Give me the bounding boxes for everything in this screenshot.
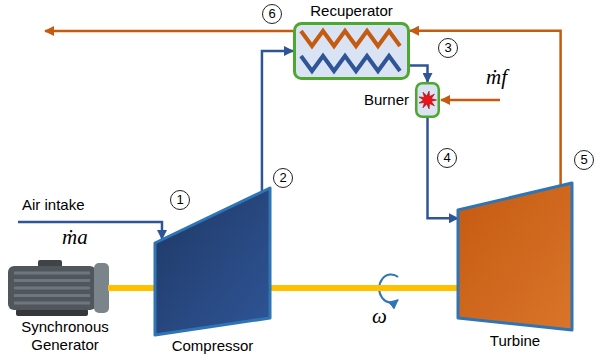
flow-pipe xyxy=(410,31,561,188)
node-outline xyxy=(458,183,572,330)
recuperator-outline xyxy=(295,24,409,79)
air-flow-symbol: ṁa xyxy=(62,226,88,249)
node-label: Recuperator xyxy=(310,2,393,20)
speed-symbol: ω xyxy=(372,305,387,328)
node-label: Turbine xyxy=(490,332,540,350)
flame-star xyxy=(419,91,436,109)
node-outline xyxy=(8,260,122,316)
generator-end-cap xyxy=(94,263,109,313)
shaft-line xyxy=(270,285,458,291)
node-outline xyxy=(155,185,270,335)
cooling-fin xyxy=(14,294,90,297)
exhaust-line xyxy=(45,30,293,33)
node-label: Compressor xyxy=(172,337,254,355)
generator-feet xyxy=(16,309,88,316)
flow-pipe xyxy=(428,118,459,218)
hot-zigzag xyxy=(301,31,400,46)
compressor-outline xyxy=(155,188,270,335)
generator-figure: Synchronous Generator xyxy=(8,260,122,316)
burner-outline xyxy=(416,83,439,117)
air-intake-line xyxy=(18,222,162,239)
fuel-line xyxy=(441,99,500,102)
callout-number: 1 xyxy=(170,190,190,210)
shaft-stub xyxy=(108,285,122,291)
cooling-fin xyxy=(14,272,90,275)
callout-number: 6 xyxy=(262,4,282,24)
turbine-shape: Turbine xyxy=(458,183,572,330)
shaft-line xyxy=(122,285,155,291)
callout-number: 5 xyxy=(574,150,594,170)
fuel-flow-symbol: ṁf xyxy=(486,66,507,89)
callout-number: 3 xyxy=(438,38,458,58)
callout-number: 2 xyxy=(273,168,293,188)
air-intake-label: Air intake xyxy=(22,196,85,214)
cold-zigzag xyxy=(301,56,400,71)
cooling-fin xyxy=(14,287,90,290)
callout-number: 4 xyxy=(437,148,457,168)
cooling-fin xyxy=(14,302,90,305)
recuperator-box: Recuperator xyxy=(293,22,410,80)
generator-body xyxy=(8,266,96,310)
node-label: Synchronous Generator xyxy=(8,318,122,354)
node-outline xyxy=(293,22,410,80)
flow-pipe xyxy=(410,66,428,83)
compressor-shape: Compressor xyxy=(155,185,270,335)
node-label: Burner xyxy=(364,91,409,109)
turbine-outline xyxy=(458,183,572,330)
node-outline xyxy=(415,82,440,118)
flow-pipe xyxy=(262,51,293,191)
cooling-fin xyxy=(14,279,90,282)
burner-box: Burner xyxy=(415,82,440,118)
